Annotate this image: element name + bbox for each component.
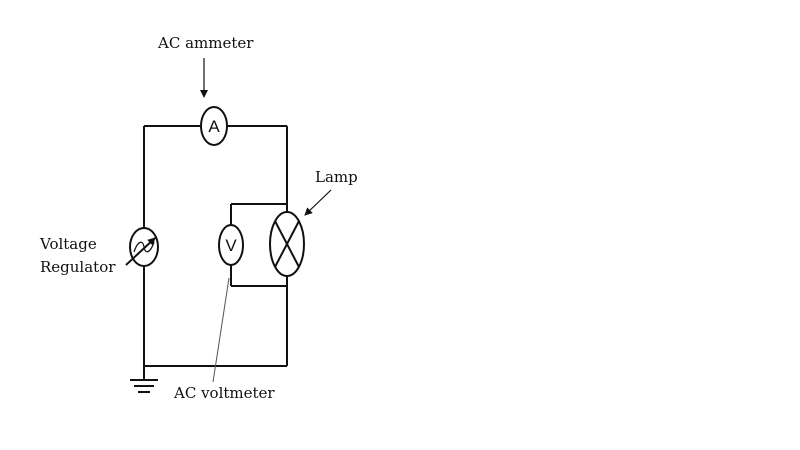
voltmeter-symbol: V [218,224,244,266]
lamp-pointer-arrow [304,189,332,216]
regulator-label-line1: Voltage [39,235,97,253]
voltmeter-label: AC voltmeter [173,384,275,402]
voltmeter-symbol-letter: V [225,236,237,255]
lamp-label: Lamp [315,168,358,186]
ground-icon [130,366,158,393]
lamp-symbol [269,211,305,277]
voltmeter-pointer-line [212,277,230,383]
ammeter-label: AC ammeter [157,34,254,52]
regulator-label-line2: Regulator [40,258,116,276]
circuit-wires [143,125,288,367]
voltage-regulator-symbol [125,227,159,267]
ammeter-symbol: A [200,106,228,146]
ammeter-symbol-letter: A [208,117,220,136]
